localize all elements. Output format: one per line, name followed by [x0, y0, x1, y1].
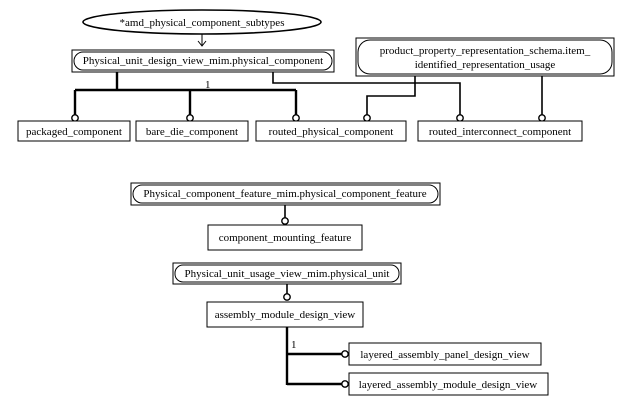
component-mounting-feature-label: component_mounting_feature: [219, 232, 352, 244]
physical-component-label: Physical_unit_design_view_mim.physical_c…: [83, 55, 323, 67]
assembly-subtype-tree: [285, 327, 349, 388]
subtypes-page-reference-label: *amd_physical_component_subtypes: [120, 17, 285, 29]
routed-physical-component-label: routed_physical_component: [269, 126, 394, 138]
component-feature-label: Physical_component_feature_mim.physical_…: [143, 188, 426, 200]
packaged-component-label: packaged_component: [26, 126, 122, 138]
physical-component-box-inner: [73, 51, 333, 71]
unit-to-assembly-link: [283, 284, 291, 301]
layered-assembly-panel-label: layered_assembly_panel_design_view: [360, 349, 529, 361]
top-cardinality-label: 1: [205, 79, 211, 91]
property-representation-label-line1: product_property_representation_schema.i…: [380, 45, 591, 57]
routed-interconnect-component-box: [417, 120, 583, 142]
routed-interconnect-component-label: routed_interconnect_component: [429, 126, 571, 138]
physical-component-subtype-tree: [71, 72, 300, 122]
property-representation-box: [355, 37, 615, 77]
physical-component-box: [71, 49, 335, 73]
packaged-component-box: [17, 120, 131, 142]
routed-physical-component-box: [255, 120, 407, 142]
bare-die-component-box: [135, 120, 249, 142]
layered-assembly-panel-box: [348, 342, 542, 366]
interconnect-from-physical-component-link: [272, 72, 464, 122]
component-feature-box-inner: [132, 184, 439, 204]
bare-die-component-label: bare_die_component: [146, 126, 238, 138]
property-representation-box-inner: [357, 39, 613, 75]
property-representation-label-line2: identified_representation_usage: [415, 59, 556, 71]
assembly-cardinality-label: 1: [291, 339, 297, 351]
assembly-module-design-view-box: [206, 301, 364, 328]
assembly-module-design-view-label: assembly_module_design_view: [215, 309, 356, 321]
layered-assembly-module-label: layered_assembly_module_design_view: [359, 379, 537, 391]
layered-assembly-module-box: [348, 372, 549, 396]
feature-to-mounting-link: [281, 205, 289, 225]
physical-unit-box-inner: [174, 264, 400, 283]
physical-unit-label: Physical_unit_usage_view_mim.physical_un…: [184, 268, 389, 280]
property-representation-links: [363, 76, 546, 122]
component-mounting-feature-box: [207, 224, 363, 251]
reference-arrowhead: [197, 40, 207, 47]
